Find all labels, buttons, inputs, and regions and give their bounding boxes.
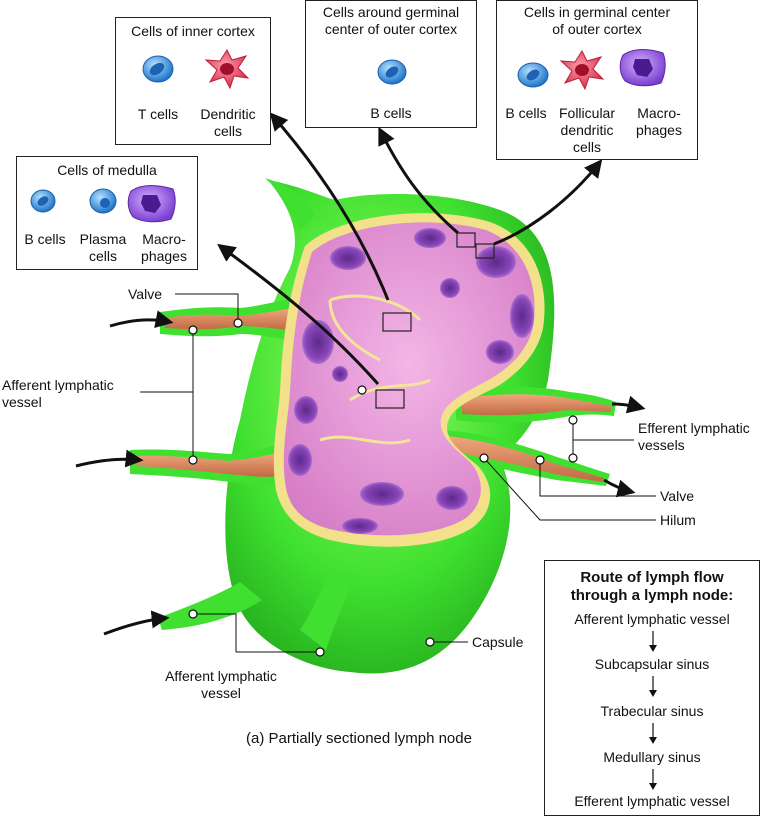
b-cell-icon [517,62,549,88]
lymphoid-nodule [414,228,446,248]
lymphoid-nodule [332,366,348,382]
outer-cortex-around-box: Cells around germinal center of outer co… [305,0,477,128]
b-cells-label: B cells [505,105,547,121]
lymphoid-nodule [510,294,534,338]
inner-cortex-box: Cells of inner cortex T cells Dendritic … [115,17,271,145]
t-cell-icon [142,55,174,83]
hilum-label: Hilum [660,512,696,528]
inner-cortex-title: Cells of inner cortex [131,23,255,39]
route-box: Route of lymph flow through a lymph node… [544,560,760,816]
leader-dots [188,318,578,657]
b-cell-icon [377,59,407,85]
outer-cortex-around-title: Cells around germinal center of outer co… [322,4,460,37]
down-arrow-icon [649,676,657,697]
macrophages-label: Macro- phages [636,105,682,138]
medulla-title: Cells of medulla [57,162,157,178]
route-step: Medullary sinus [603,749,701,765]
down-arrow-icon [649,631,657,652]
b-cell-icon [30,189,56,213]
efferent-vessels [442,386,616,486]
t-cells-label: T cells [137,106,179,122]
b-cells-label: B cells [370,105,412,121]
afferent-vessel-lower [158,572,352,650]
sectioned-cortex [273,213,545,547]
lymphoid-nodule [436,486,468,510]
outer-cortex-in-title: Cells in germinal center of outer cortex [523,4,671,37]
route-step: Efferent lymphatic vessel [574,793,730,809]
lymphoid-nodule [440,278,460,298]
capsule-label: Capsule [472,634,524,650]
valve-label-right: Valve [660,488,694,504]
inner-cortex-region-marker [382,312,412,332]
macrophage-icon [127,185,176,223]
afferent-vessel-middle [130,444,282,487]
afferent-vessel-label-left: Afferent lymphatic vessel [2,377,114,410]
diagram-caption: (a) Partially sectioned lymph node [246,730,472,747]
valve-label-top: Valve [128,286,162,302]
leader-lines [140,293,656,653]
dendritic-cells-label: Dendritic cells [200,106,256,139]
lymphoid-nodule [330,246,366,270]
lymph-flow-arrows [75,112,646,636]
down-arrow-icon [649,723,657,744]
follicular-dendritic-cells-label: Follicular dendritic cells [558,105,615,155]
follicular-dendritic-cell-icon [559,49,605,91]
plasma-cell-icon [89,188,117,214]
lymphoid-nodule [302,320,334,364]
lymphoid-nodule [476,246,516,278]
dendritic-cell-icon [204,48,250,90]
lymphoid-nodule [486,340,514,364]
lymphoid-nodule [342,518,378,534]
macrophage-icon [619,49,666,87]
macrophages-label: Macro- phages [141,231,187,264]
lymphoid-nodule [294,396,318,424]
lymphoid-nodule [288,444,312,476]
route-step: Afferent lymphatic vessel [574,611,730,627]
route-title: Route of lymph flow through a lymph node… [570,569,734,604]
afferent-vessel-upper [160,298,298,340]
outer-cortex-in-box: Cells in germinal center of outer cortex… [496,0,698,160]
plasma-cells-label: Plasma cells [79,231,127,264]
b-cells-label: B cells [24,231,66,247]
afferent-vessel-label-bottom: Afferent lymphatic vessel [165,668,277,701]
medulla-box: Cells of medulla B cells Plasma cells Ma… [16,156,198,270]
germinal-center-marker [475,243,495,259]
germinal-around-marker [456,232,476,248]
down-arrow-icon [649,769,657,790]
lymphoid-nodule [360,482,404,506]
route-step: Trabecular sinus [600,703,704,719]
efferent-vessels-label: Efferent lymphatic vessels [638,420,750,453]
route-step: Subcapsular sinus [594,656,710,672]
medulla-region-marker [375,389,405,409]
